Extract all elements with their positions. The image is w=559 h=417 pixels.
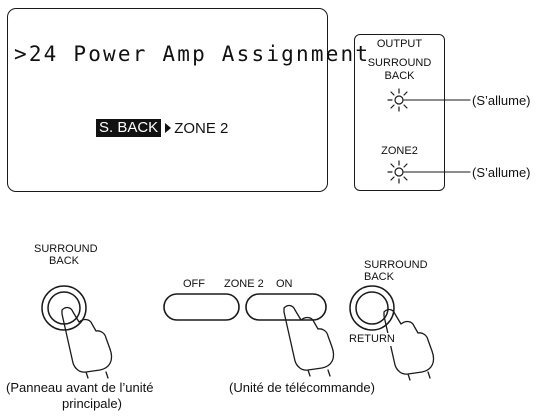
zone2-indicator-label: ZONE2	[381, 145, 418, 157]
remote-zone2-label: ZONE 2	[224, 278, 264, 290]
remote-surround-back-label-line2: BACK	[364, 271, 394, 283]
screen-setting-row: S. BACK ZONE 2	[96, 119, 228, 137]
surround-back-indicator-label-line2: BACK	[384, 70, 415, 82]
main-unit-caption-line2: principale)	[62, 396, 122, 411]
surround-back-lamp-icon	[387, 88, 408, 112]
remote-return-label: RETURN	[349, 333, 396, 346]
surround-back-lamp-note: (S’allume)	[472, 93, 531, 108]
right-arrow-icon	[165, 123, 172, 133]
remote-caption: (Unité de télécommande)	[229, 380, 375, 395]
main-unit-button-label-line2: BACK	[49, 255, 79, 267]
screen-title: >24 Power Amp Assignment	[14, 42, 371, 66]
zone2-lamp-note: (S’allume)	[472, 165, 531, 180]
osd-screen	[7, 8, 328, 192]
assignment-value: ZONE 2	[174, 119, 229, 137]
output-indicator-panel	[354, 34, 445, 191]
zone2-lamp-icon	[387, 160, 408, 184]
main-unit-pressing-hand-icon	[61, 306, 113, 379]
remote-surround-back-label-line1: SURROUND	[364, 259, 428, 271]
remote-surround-back-button[interactable]	[349, 285, 395, 331]
output-heading: OUTPUT	[376, 38, 423, 50]
remote-off-button[interactable]	[163, 293, 240, 321]
remote-on-pressing-hand-icon	[283, 304, 335, 377]
remote-on-label: ON	[276, 278, 293, 290]
main-unit-caption-line1: (Panneau avant de l’unité	[6, 380, 154, 395]
remote-off-label: OFF	[183, 278, 205, 290]
selected-source-label: S. BACK	[96, 119, 162, 137]
remote-surround-back-pressing-hand-icon	[383, 308, 435, 381]
main-unit-button-label-line1: SURROUND	[34, 243, 98, 255]
surround-back-indicator-label-line1: SURROUND	[367, 57, 432, 69]
